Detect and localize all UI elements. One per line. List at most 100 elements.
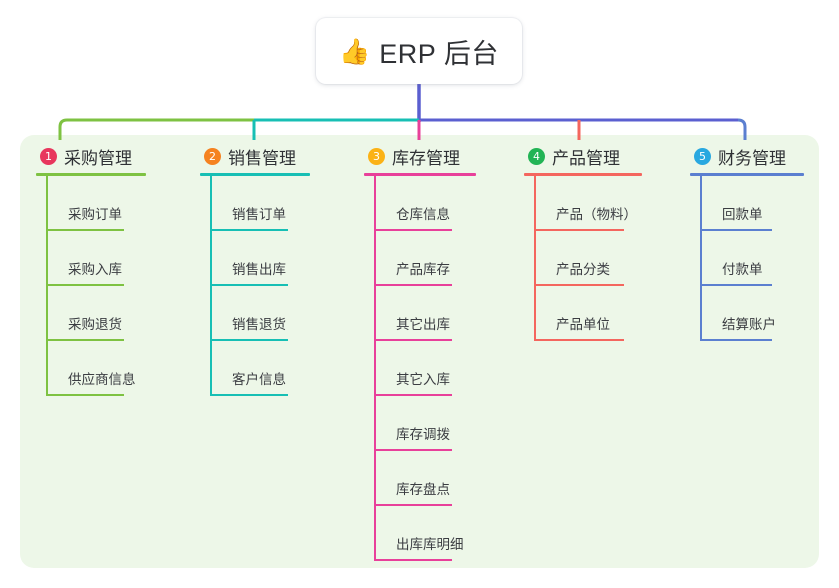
leaf-underline: [534, 229, 624, 231]
thumbs-up-emoji: 👍: [339, 37, 371, 66]
branch-spine: [374, 176, 376, 561]
leaf-label: 其它出库: [396, 317, 450, 332]
leaf-label: 库存盘点: [396, 482, 450, 497]
branch-number-badge: 2: [204, 147, 221, 165]
branch-spine: [210, 176, 212, 396]
list-item[interactable]: 仓库信息: [364, 176, 514, 231]
leaf-label: 销售出库: [232, 262, 286, 277]
leaf-label: 付款单: [722, 262, 763, 277]
branch-销售管理: 2 销售管理销售订单销售出库销售退货客户信息: [200, 143, 350, 396]
branch-underline: [690, 173, 804, 176]
branch-采购管理: 1 采购管理采购订单采购入库采购退货供应商信息: [36, 143, 186, 396]
branch-header-1[interactable]: 1 采购管理: [36, 143, 186, 169]
leaf-label: 库存调拨: [396, 427, 450, 442]
list-item[interactable]: 库存调拨: [364, 396, 514, 451]
branch-title: 产品管理: [552, 148, 620, 168]
leaf-underline: [374, 339, 452, 341]
leaf-underline: [700, 284, 772, 286]
leaf-label: 仓库信息: [396, 207, 450, 222]
leaf-underline: [374, 449, 452, 451]
leaf-label: 采购订单: [68, 207, 122, 222]
list-item[interactable]: 销售退货: [200, 286, 350, 341]
leaf-label: 采购退货: [68, 317, 122, 332]
list-item[interactable]: 销售出库: [200, 231, 350, 286]
list-item[interactable]: 结算账户: [690, 286, 820, 341]
leaf-label: 客户信息: [232, 372, 286, 387]
leaf-label: 产品库存: [396, 262, 450, 277]
branch-underline: [200, 173, 310, 176]
branch-leaf-list: 产品（物料） 产品分类产品单位: [524, 176, 684, 341]
leaf-underline: [210, 394, 288, 396]
leaf-underline: [700, 339, 772, 341]
leaf-label: 回款单: [722, 207, 763, 222]
branch-header-5[interactable]: 5 财务管理: [690, 143, 820, 169]
leaf-underline: [700, 229, 772, 231]
branch-header-4[interactable]: 4 产品管理: [524, 143, 684, 169]
branch-leaf-list: 仓库信息产品库存其它出库其它入库库存调拨库存盘点出库库明细: [364, 176, 514, 561]
leaf-underline: [46, 229, 124, 231]
leaf-label: 结算账户: [722, 317, 776, 332]
branch-underline: [364, 173, 476, 176]
list-item[interactable]: 供应商信息: [36, 341, 186, 396]
leaf-underline: [374, 284, 452, 286]
branch-number-badge: 3: [368, 147, 385, 165]
list-item[interactable]: 其它入库: [364, 341, 514, 396]
branch-库存管理: 3 库存管理仓库信息产品库存其它出库其它入库库存调拨库存盘点出库库明细: [364, 143, 514, 561]
list-item[interactable]: 销售订单: [200, 176, 350, 231]
branch-underline: [524, 173, 642, 176]
branch-title: 库存管理: [392, 148, 460, 168]
leaf-label: 销售订单: [232, 207, 286, 222]
branch-财务管理: 5 财务管理回款单付款单结算账户: [690, 143, 820, 341]
branch-number-badge: 5: [694, 147, 711, 165]
list-item[interactable]: 回款单: [690, 176, 820, 231]
leaf-underline: [534, 284, 624, 286]
leaf-underline: [374, 394, 452, 396]
branch-spine: [700, 176, 702, 341]
list-item[interactable]: 其它出库: [364, 286, 514, 341]
list-item[interactable]: 产品分类: [524, 231, 684, 286]
branch-产品管理: 4 产品管理产品（物料） 产品分类产品单位: [524, 143, 684, 341]
list-item[interactable]: 采购订单: [36, 176, 186, 231]
page-title: ERP 后台: [379, 38, 499, 69]
leaf-label: 供应商信息: [68, 372, 136, 387]
leaf-underline: [46, 284, 124, 286]
branch-spine: [46, 176, 48, 396]
list-item[interactable]: 出库库明细: [364, 506, 514, 561]
branch-header-2[interactable]: 2 销售管理: [200, 143, 350, 169]
list-item[interactable]: 采购退货: [36, 286, 186, 341]
branch-title: 采购管理: [64, 148, 132, 168]
branch-leaf-list: 采购订单采购入库采购退货供应商信息: [36, 176, 186, 396]
leaf-label: 出库库明细: [396, 537, 464, 552]
branch-title: 销售管理: [228, 148, 296, 168]
leaf-underline: [210, 339, 288, 341]
branch-spine: [534, 176, 536, 341]
branch-underline: [36, 173, 146, 176]
leaf-underline: [374, 229, 452, 231]
branches-panel: [20, 135, 819, 568]
leaf-underline: [374, 504, 452, 506]
list-item[interactable]: 产品库存: [364, 231, 514, 286]
leaf-underline: [46, 339, 124, 341]
list-item[interactable]: 付款单: [690, 231, 820, 286]
list-item[interactable]: 采购入库: [36, 231, 186, 286]
branch-leaf-list: 销售订单销售出库销售退货客户信息: [200, 176, 350, 396]
leaf-label: 销售退货: [232, 317, 286, 332]
list-item[interactable]: 产品单位: [524, 286, 684, 341]
root-node[interactable]: 👍 ERP 后台: [316, 18, 522, 84]
branch-header-3[interactable]: 3 库存管理: [364, 143, 514, 169]
leaf-label: 产品（物料）: [556, 207, 637, 222]
leaf-underline: [210, 229, 288, 231]
branch-leaf-list: 回款单付款单结算账户: [690, 176, 820, 341]
list-item[interactable]: 库存盘点: [364, 451, 514, 506]
branch-number-badge: 4: [528, 147, 545, 165]
leaf-underline: [210, 284, 288, 286]
leaf-label: 采购入库: [68, 262, 122, 277]
leaf-underline: [46, 394, 124, 396]
list-item[interactable]: 产品（物料）: [524, 176, 684, 231]
branch-number-badge: 1: [40, 147, 57, 165]
list-item[interactable]: 客户信息: [200, 341, 350, 396]
leaf-label: 其它入库: [396, 372, 450, 387]
branch-title: 财务管理: [718, 148, 786, 168]
leaf-underline: [374, 559, 452, 561]
